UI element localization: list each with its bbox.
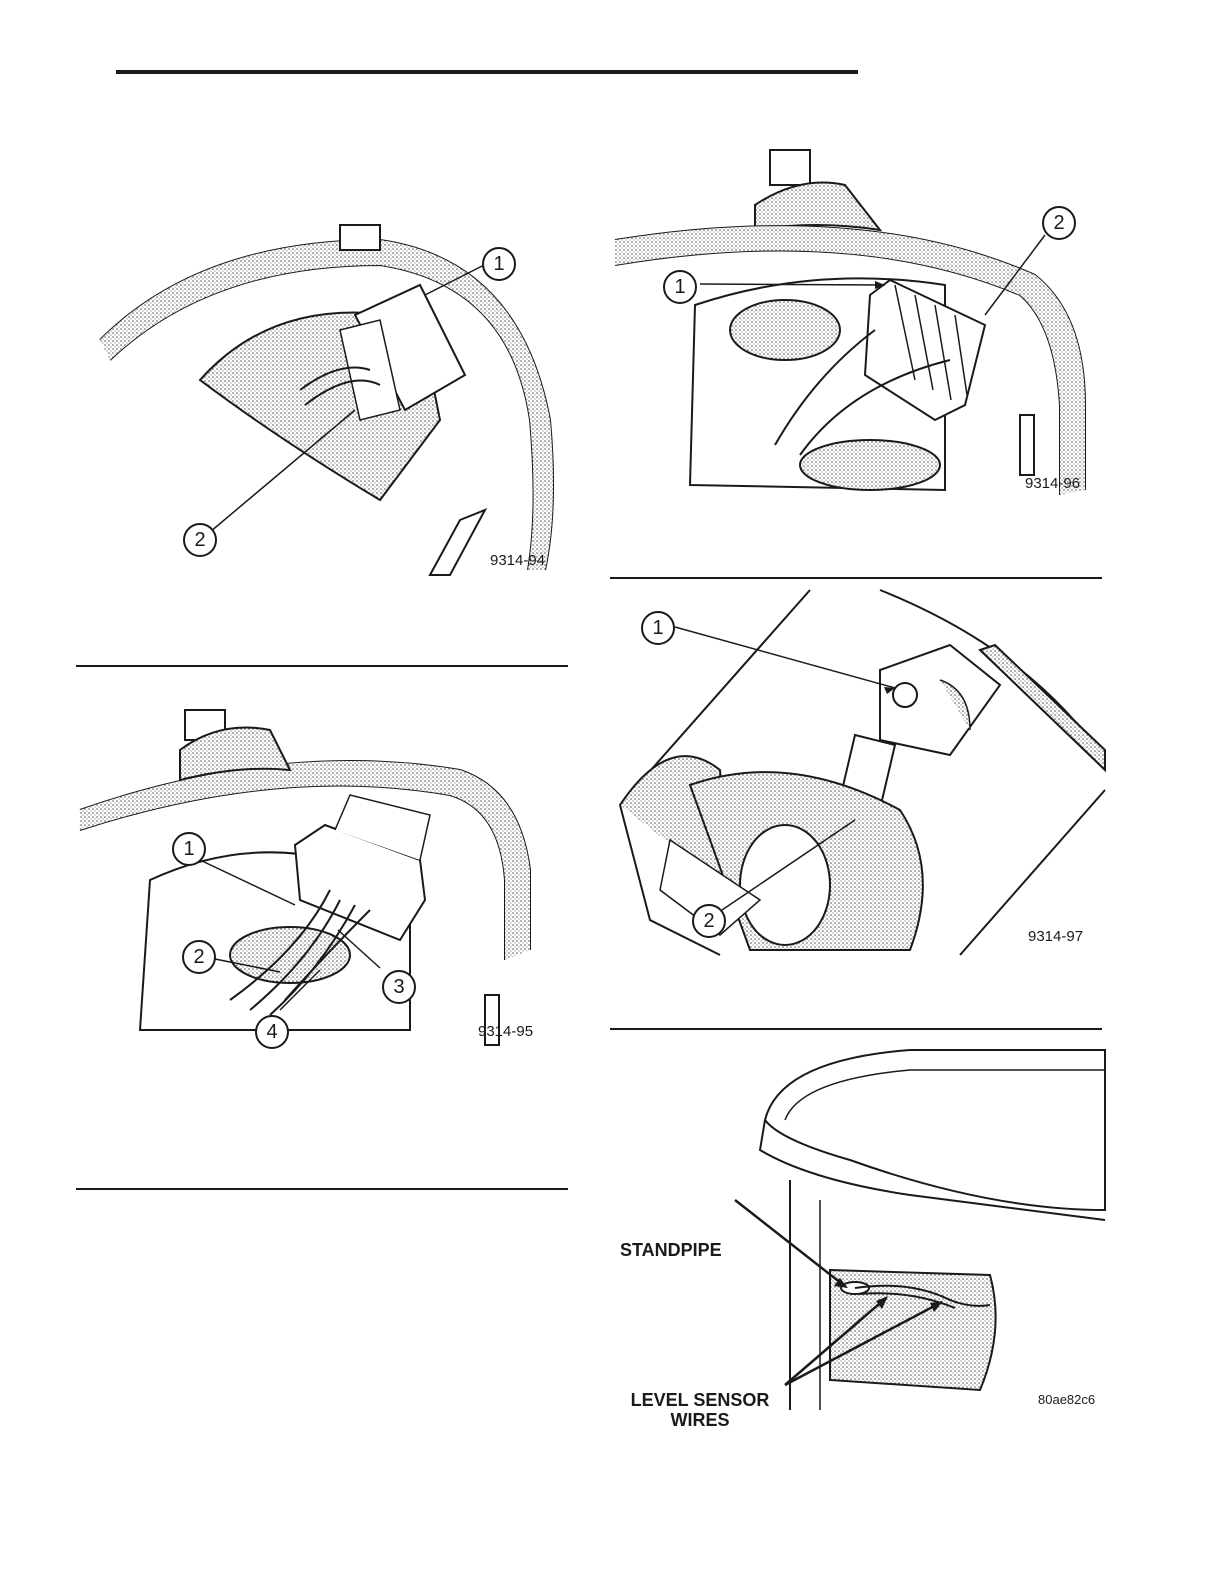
figure-9314-96: 1 2 9314-96 xyxy=(615,145,1105,505)
level-sensor-illustration xyxy=(610,590,1105,955)
level-sensor-label: LEVEL SENSOR xyxy=(615,1390,785,1410)
figure-divider xyxy=(610,577,1102,579)
callout-2: 2 xyxy=(183,523,217,557)
callout-2: 2 xyxy=(1042,206,1076,240)
figure-code: 80ae82c6 xyxy=(1038,1392,1095,1407)
figure-divider xyxy=(76,1188,568,1190)
callout-1: 1 xyxy=(482,247,516,281)
standpipe-illustration xyxy=(610,1050,1105,1410)
figure-divider xyxy=(76,665,568,667)
figure-9314-95: 1 2 3 4 9314-95 xyxy=(80,700,570,1060)
standpipe-label: STANDPIPE xyxy=(620,1240,730,1260)
fuel-pump-connector-illustration xyxy=(80,700,570,1060)
figure-9314-94: 1 2 9314-94 xyxy=(80,220,570,580)
callout-3: 3 xyxy=(382,970,416,1004)
figure-code: 9314-97 xyxy=(1028,928,1083,945)
figure-80ae82c6: STANDPIPE LEVEL SENSOR WIRES 80ae82c6 xyxy=(610,1050,1105,1410)
wires-label: WIRES xyxy=(615,1410,785,1430)
header-rule xyxy=(116,70,858,74)
callout-1: 1 xyxy=(641,611,675,645)
callout-2: 2 xyxy=(692,904,726,938)
callout-1: 1 xyxy=(663,270,697,304)
callout-4: 4 xyxy=(255,1015,289,1049)
figure-code: 9314-95 xyxy=(478,1023,533,1040)
callout-2: 2 xyxy=(182,940,216,974)
figure-divider xyxy=(610,1028,1102,1030)
figure-9314-97: 1 2 9314-97 xyxy=(610,590,1105,955)
fuel-pump-terminals-illustration xyxy=(615,145,1105,505)
callout-1: 1 xyxy=(172,832,206,866)
figure-code: 9314-96 xyxy=(1025,475,1080,492)
figure-code: 9314-94 xyxy=(490,552,545,569)
